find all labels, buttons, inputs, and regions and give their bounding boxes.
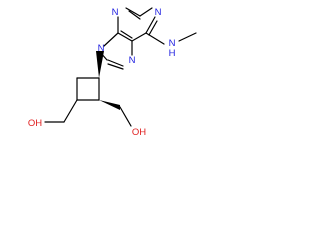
bond-c6-n1-double xyxy=(148,20,158,36)
bond-c8-n7 xyxy=(107,59,124,67)
atom-n1: N xyxy=(155,7,162,18)
atom-oh-left: OH xyxy=(28,118,42,129)
bonds xyxy=(44,7,197,127)
wedge-bond-n9 xyxy=(96,51,104,78)
bond-c6-nh xyxy=(145,32,165,45)
atom-amine-n: N xyxy=(169,38,176,49)
bond-c4-n9 xyxy=(103,32,119,47)
atom-labels: N N N N N H OH OH xyxy=(28,7,176,138)
bond-c4-c5 xyxy=(117,32,133,42)
bond-ch2-left xyxy=(63,99,78,123)
molecule-svg: N N N N N H OH OH xyxy=(28,7,197,138)
atom-n7: N xyxy=(129,55,136,66)
bond-c2-n3 xyxy=(139,7,153,17)
atom-n3: N xyxy=(112,7,119,18)
structure-diagram: N N N N N H OH OH xyxy=(0,0,211,148)
bond-ch2-oh-right xyxy=(119,106,132,127)
bond-n1-c2 xyxy=(125,7,141,17)
bond-nh-methyl xyxy=(178,32,197,42)
wedge-bond-right xyxy=(99,100,120,110)
bond-c5-c6 xyxy=(131,32,147,42)
bond-c2-n3-double xyxy=(128,10,141,20)
atom-amine-h: H xyxy=(169,48,176,59)
bond-c4-c5-double xyxy=(120,30,133,39)
bond-c6-n1 xyxy=(145,16,156,34)
atom-n9: N xyxy=(98,43,105,54)
atom-oh-right: OH xyxy=(132,127,146,138)
bond-c8-n7-double xyxy=(107,63,124,70)
